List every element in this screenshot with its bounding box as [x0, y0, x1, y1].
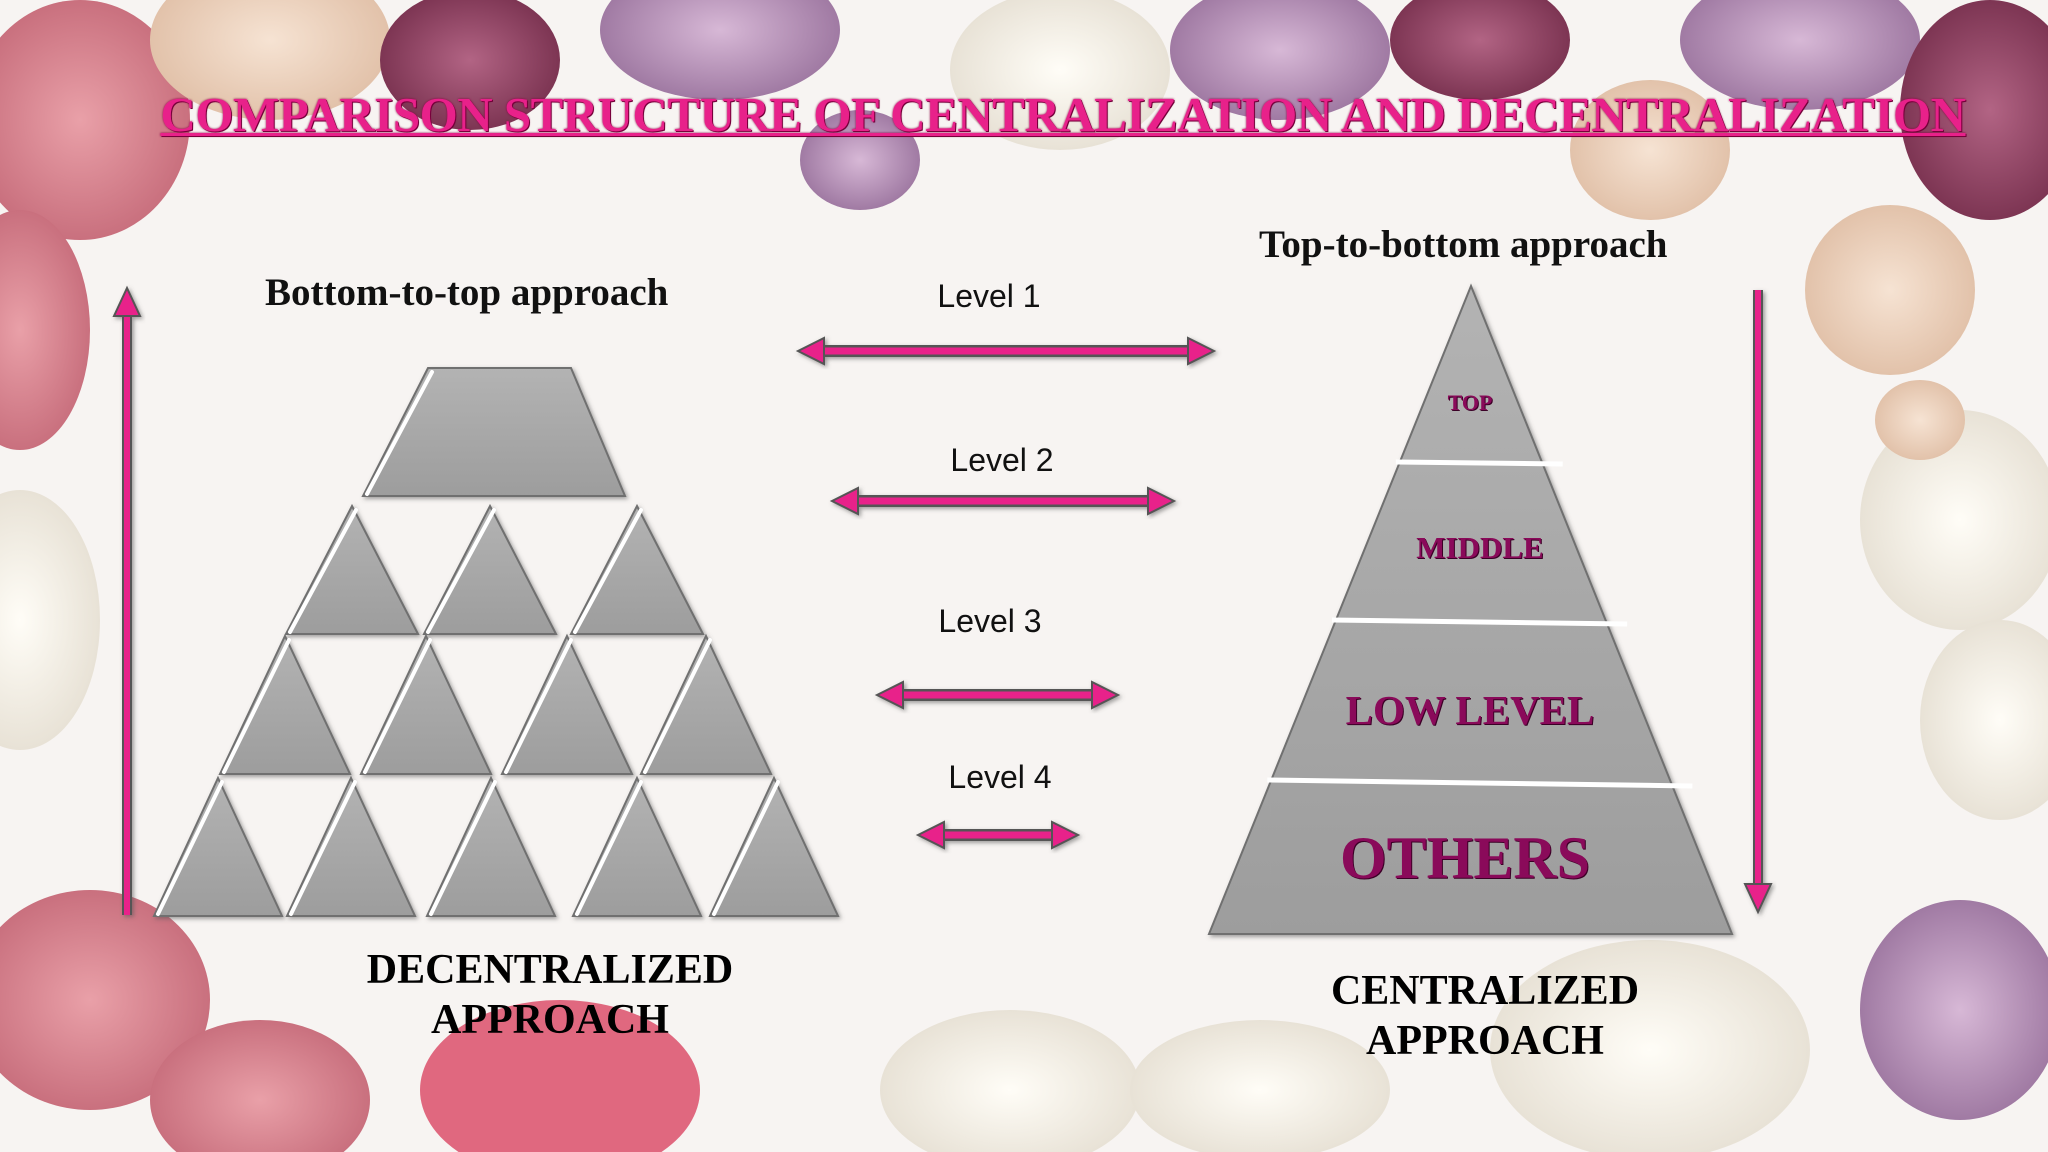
level-2-arrow [829, 486, 1177, 516]
small-triangle-r1-3 [569, 503, 705, 635]
centralized-label: CENTRALIZED APPROACH [1275, 966, 1695, 1066]
small-triangle-r3-4 [571, 775, 703, 917]
bottom-to-top-heading: Bottom-to-top approach [265, 271, 669, 314]
slide-title: COMPARISON STRUCTURE OF CENTRALIZATION A… [160, 87, 1966, 142]
bottom-to-top-arrow [112, 285, 142, 915]
decentralized-pyramid [152, 367, 840, 917]
top-to-bottom-arrow [1743, 290, 1773, 915]
tier-top-label: TOP [1447, 390, 1493, 415]
tier-low-level-label: LOW LEVEL [1345, 687, 1595, 733]
small-triangle-r3-1 [152, 775, 284, 917]
tier-divider-2 [1331, 617, 1628, 627]
small-triangle-r2-1 [218, 633, 352, 775]
level-arrows [795, 336, 1217, 850]
small-triangle-r1-1 [284, 503, 420, 635]
small-triangle-r2-4 [639, 633, 773, 775]
small-triangle-r3-5 [708, 775, 840, 917]
small-triangle-r3-3 [425, 775, 557, 917]
level-1-arrow [795, 336, 1217, 366]
tier-others-label: OTHERS [1339, 825, 1591, 891]
centralized-label-line1: CENTRALIZED [1330, 968, 1640, 1014]
small-triangle-r2-3 [500, 633, 634, 775]
small-triangle-r3-2 [285, 775, 417, 917]
tier-middle-label: MIDDLE [1416, 530, 1544, 565]
level-1-label: Level 1 [937, 278, 1041, 314]
trapezoid-block [361, 367, 627, 497]
decentralized-label-line2: APPROACH [431, 997, 669, 1043]
level-4-label: Level 4 [948, 759, 1052, 795]
decentralized-label: DECENTRALIZED APPROACH [340, 945, 760, 1045]
level-3-arrow [874, 680, 1121, 710]
tier-divider-1 [1395, 459, 1563, 467]
centralized-pyramid [1207, 283, 1734, 935]
level-2-label: Level 2 [950, 442, 1054, 478]
small-triangle-r2-2 [359, 633, 493, 775]
centralized-triangle [1207, 283, 1734, 935]
top-to-bottom-heading: Top-to-bottom approach [1259, 223, 1668, 266]
tier-divider-3 [1267, 777, 1693, 789]
centralized-label-line2: APPROACH [1366, 1018, 1604, 1064]
level-4-arrow [915, 820, 1081, 850]
small-triangle-r1-2 [422, 503, 558, 635]
side-arrows [112, 285, 1773, 915]
decentralized-label-line1: DECENTRALIZED [366, 947, 734, 993]
level-3-label: Level 3 [938, 603, 1042, 639]
